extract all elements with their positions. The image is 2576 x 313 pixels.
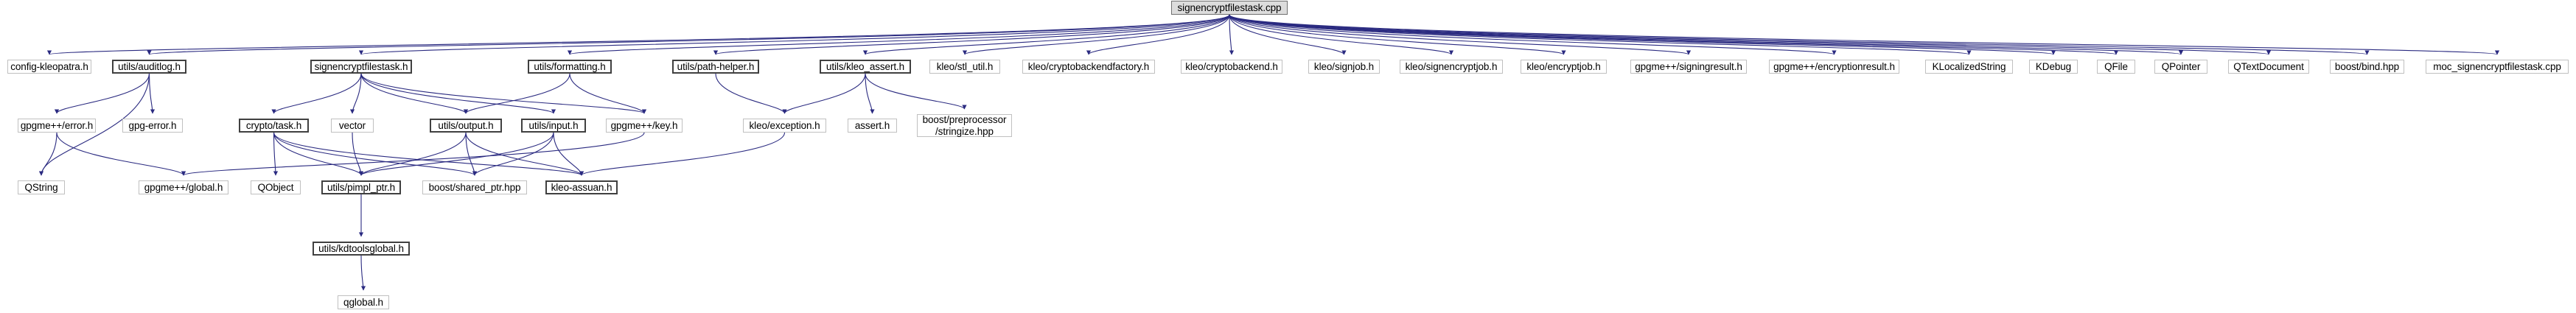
graph-node[interactable]: boost/bind.hpp	[2330, 60, 2404, 74]
graph-node[interactable]: vector	[331, 119, 374, 133]
graph-node[interactable]: utils/auditlog.h	[112, 60, 186, 74]
graph-node[interactable]: QTextDocument	[2228, 60, 2309, 74]
graph-edge	[352, 132, 364, 176]
graph-node[interactable]: kleo/exception.h	[743, 119, 826, 133]
graph-node[interactable]: config-kleopatra.h	[7, 60, 91, 74]
graph-edge	[1229, 14, 1972, 55]
graph-node[interactable]: kleo/signjob.h	[1308, 60, 1380, 74]
graph-edge	[1229, 14, 2118, 55]
graph-node[interactable]: QObject	[251, 180, 301, 194]
graph-edge	[38, 132, 57, 176]
graph-node[interactable]: kleo/cryptobackendfactory.h	[1022, 60, 1155, 74]
graph-node[interactable]: gpgme++/error.h	[18, 119, 96, 133]
graph-edge	[568, 14, 1230, 55]
graph-node[interactable]: gpg-error.h	[122, 119, 183, 133]
graph-edge	[465, 132, 584, 176]
graph-node[interactable]: kleo-assuan.h	[545, 180, 618, 194]
graph-node[interactable]: kleo/cryptobackend.h	[1181, 60, 1282, 74]
graph-edge	[1229, 14, 2056, 55]
graph-edge	[181, 132, 645, 176]
graph-edge	[782, 73, 866, 114]
graph-edge	[715, 73, 787, 114]
graph-node[interactable]: gpgme++/key.h	[606, 119, 683, 133]
graph-edge	[1229, 14, 1566, 55]
graph-edge	[713, 14, 1230, 55]
graph-root-node[interactable]: signencryptfilestask.cpp	[1171, 1, 1288, 15]
graph-node[interactable]: kleo/stl_util.h	[929, 60, 1000, 74]
graph-edge	[273, 132, 584, 176]
graph-edge	[271, 73, 362, 114]
graph-edge	[47, 14, 1230, 55]
graph-node[interactable]: gpgme++/signingresult.h	[1630, 60, 1747, 74]
graph-node[interactable]: signencryptfilestask.h	[310, 60, 412, 74]
graph-node[interactable]: kleo/encryptjob.h	[1521, 60, 1607, 74]
graph-edge	[1229, 14, 2183, 55]
graph-edge	[360, 73, 556, 114]
graph-edge	[1086, 14, 1230, 55]
graph-node[interactable]: gpgme++/encryptionresult.h	[1769, 60, 1899, 74]
graph-node[interactable]: KDebug	[2029, 60, 2078, 74]
graph-node[interactable]: KLocalizedString	[1925, 60, 2013, 74]
graph-node[interactable]: QFile	[2097, 60, 2135, 74]
graph-edge	[349, 73, 362, 114]
graph-node[interactable]: utils/path-helper.h	[672, 60, 759, 74]
graph-edge	[472, 132, 554, 176]
graph-edge	[273, 132, 363, 176]
graph-edge	[1229, 14, 1691, 55]
graph-edge	[359, 14, 1230, 55]
graph-edge	[579, 132, 786, 176]
graph-edge	[569, 73, 646, 114]
graph-edge	[147, 14, 1230, 55]
graph-edge	[1229, 14, 1235, 55]
graph-node[interactable]: utils/kleo_assert.h	[820, 60, 911, 74]
graph-node[interactable]: moc_signencryptfilestask.cpp	[2426, 60, 2569, 74]
graph-edge	[360, 255, 366, 291]
graph-node[interactable]: boost/shared_ptr.hpp	[422, 180, 527, 194]
graph-node[interactable]: kleo/signencryptjob.h	[1400, 60, 1503, 74]
graph-edge	[56, 132, 186, 176]
graph-edge	[148, 73, 156, 114]
graph-node[interactable]: crypto/task.h	[239, 119, 309, 133]
graph-edge	[359, 132, 554, 176]
graph-edge	[553, 132, 584, 176]
graph-edge	[1229, 14, 1347, 55]
graph-edge	[360, 73, 646, 114]
graph-node[interactable]: boost/preprocessor /stringize.hpp	[917, 114, 1012, 137]
graph-edge	[273, 132, 477, 176]
graph-node[interactable]: gpgme++/global.h	[139, 180, 228, 194]
graph-edge	[464, 73, 570, 114]
graph-edge	[963, 14, 1230, 55]
graph-node[interactable]: QPointer	[2154, 60, 2207, 74]
graph-edge	[1229, 14, 1837, 55]
graph-edge	[1229, 14, 2271, 55]
graph-edge	[863, 14, 1230, 55]
graph-edge	[273, 132, 279, 176]
graph-edge	[1229, 14, 2499, 55]
graph-edge	[1229, 14, 1453, 55]
graph-edge	[465, 132, 478, 176]
graph-edge	[359, 132, 467, 176]
graph-edge	[865, 73, 967, 110]
graph-edge	[360, 73, 468, 114]
graph-node[interactable]: assert.h	[848, 119, 897, 133]
graph-node[interactable]: QString	[18, 180, 65, 194]
graph-node[interactable]: utils/formatting.h	[528, 60, 612, 74]
graph-node[interactable]: utils/output.h	[430, 119, 502, 133]
graph-edge	[1229, 14, 2369, 55]
graph-node[interactable]: utils/pimpl_ptr.h	[321, 180, 401, 194]
graph-node[interactable]: utils/input.h	[521, 119, 586, 133]
graph-edge	[55, 73, 150, 114]
graph-edge	[865, 73, 875, 114]
graph-node[interactable]: utils/kdtoolsglobal.h	[313, 242, 410, 256]
graph-node[interactable]: qglobal.h	[338, 295, 389, 309]
